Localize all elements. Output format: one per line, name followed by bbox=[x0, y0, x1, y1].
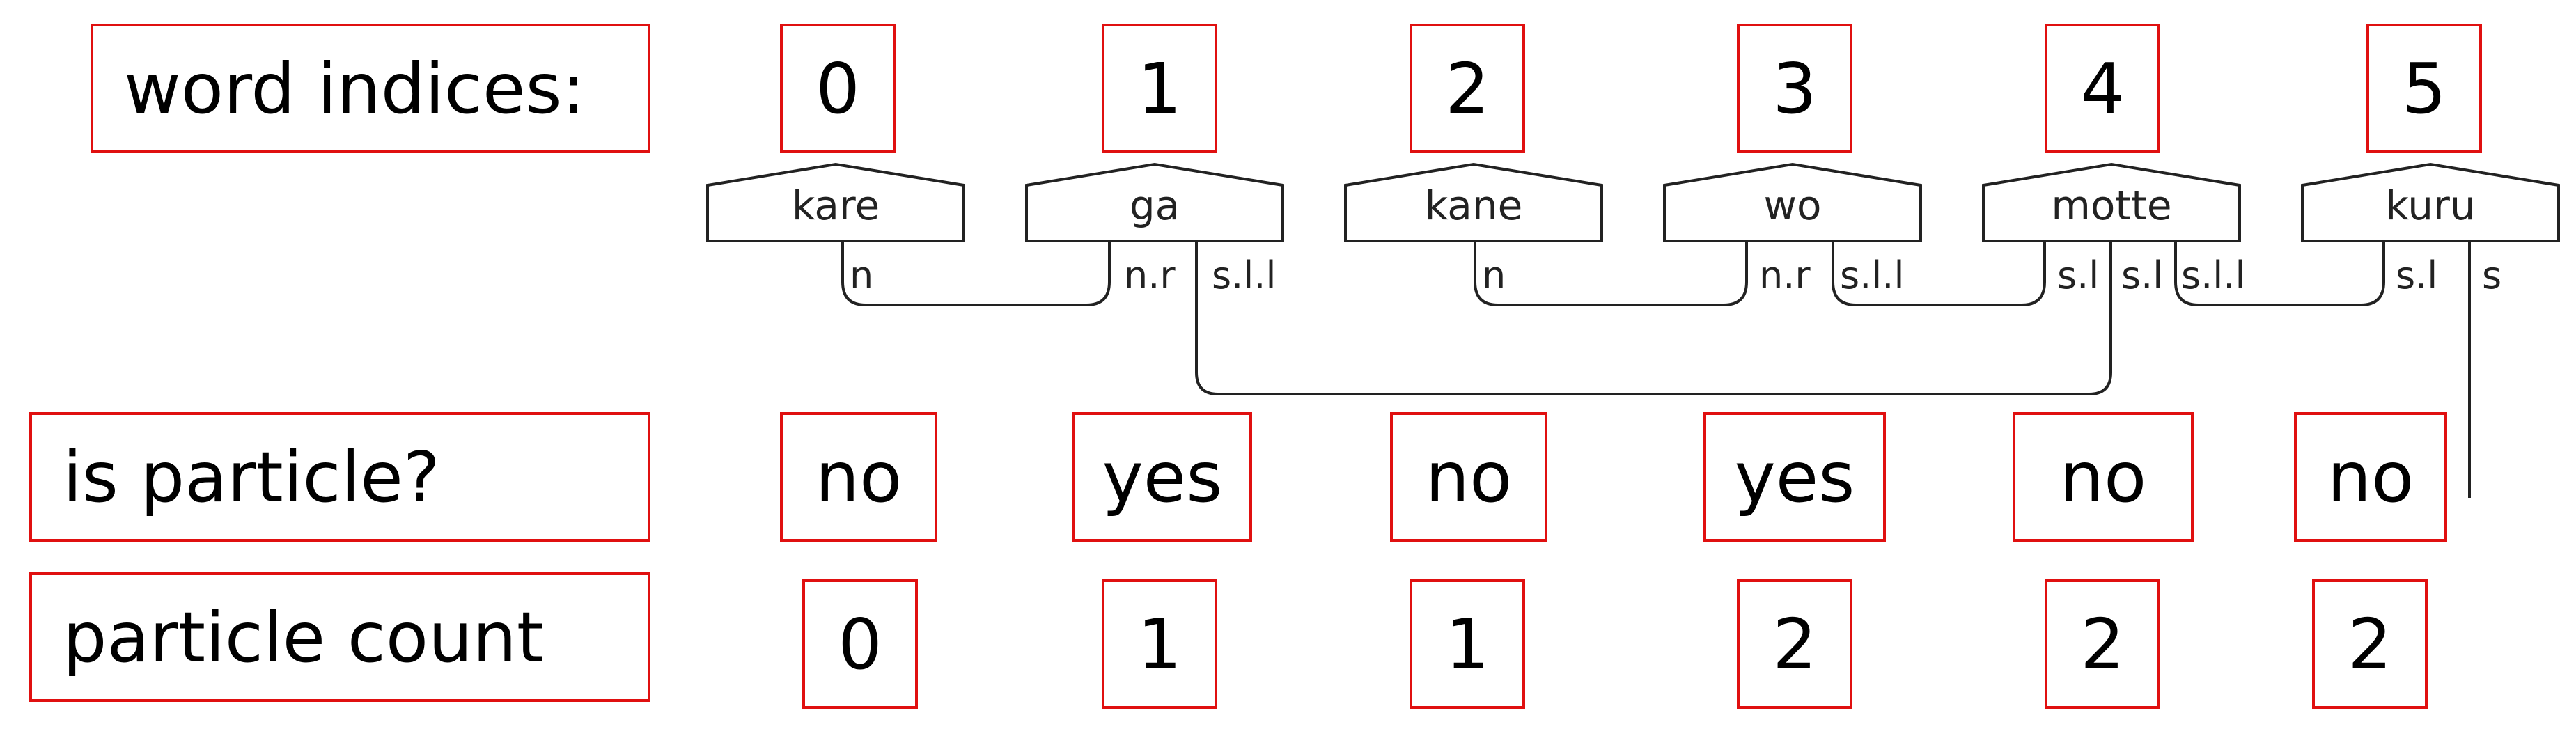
word-index-cell: 2 bbox=[1410, 24, 1525, 153]
wire-motte-kuru bbox=[2174, 242, 2385, 306]
is-particle-label: is particle? bbox=[29, 412, 650, 542]
port-label: s.l bbox=[2057, 253, 2099, 297]
particle-count-cell: 2 bbox=[1737, 579, 1852, 709]
port-label: s.l bbox=[2121, 253, 2163, 297]
particle-count-label: particle count bbox=[29, 572, 650, 702]
port-label: n bbox=[850, 253, 873, 297]
particle-count-cell: 1 bbox=[1410, 579, 1525, 709]
is-particle-cell: yes bbox=[1072, 412, 1252, 542]
word-text: motte bbox=[2051, 182, 2171, 229]
wire-ga-motte bbox=[1195, 242, 2112, 395]
port-label: s.l.l bbox=[1840, 253, 1904, 297]
word-index-cell: 0 bbox=[780, 24, 896, 153]
is-particle-cell: no bbox=[780, 412, 937, 542]
word-tile-wo: wo bbox=[1663, 162, 1922, 242]
port-label: s.l.l bbox=[2181, 253, 2245, 297]
word-index-cell: 4 bbox=[2045, 24, 2160, 153]
word-tile-kane: kane bbox=[1344, 162, 1603, 242]
is-particle-cell: no bbox=[1390, 412, 1547, 542]
word-text: kuru bbox=[2385, 182, 2475, 229]
word-index-cell: 5 bbox=[2366, 24, 2482, 153]
particle-count-cell: 2 bbox=[2045, 579, 2160, 709]
wire-wo-motte bbox=[1832, 242, 2046, 306]
particle-count-cell: 1 bbox=[1102, 579, 1217, 709]
word-index-cell: 3 bbox=[1737, 24, 1852, 153]
port-label: n bbox=[1482, 253, 1506, 297]
word-tile-motte: motte bbox=[1982, 162, 2241, 242]
word-tile-kuru: kuru bbox=[2301, 162, 2560, 242]
word-text: ga bbox=[1130, 182, 1180, 229]
port-label: s.l.l bbox=[1212, 253, 1276, 297]
word-tile-ga: ga bbox=[1025, 162, 1284, 242]
word-text: kare bbox=[792, 182, 880, 229]
port-label: s.l bbox=[2396, 253, 2437, 297]
is-particle-cell: yes bbox=[1703, 412, 1886, 542]
word-text: kane bbox=[1425, 182, 1523, 229]
is-particle-cell: no bbox=[2013, 412, 2194, 542]
word-tile-kare: kare bbox=[706, 162, 965, 242]
is-particle-cell: no bbox=[2294, 412, 2447, 542]
wire-kare-ga bbox=[841, 242, 1111, 306]
word-indices-label: word indices: bbox=[91, 24, 650, 153]
particle-count-cell: 0 bbox=[802, 579, 918, 709]
word-text: wo bbox=[1764, 182, 1822, 229]
port-label: n.r bbox=[1759, 253, 1811, 297]
wire-kane-wo bbox=[1474, 242, 1748, 306]
port-label: s bbox=[2482, 253, 2501, 297]
port-label: n.r bbox=[1124, 253, 1176, 297]
particle-count-cell: 2 bbox=[2312, 579, 2428, 709]
word-index-cell: 1 bbox=[1102, 24, 1217, 153]
